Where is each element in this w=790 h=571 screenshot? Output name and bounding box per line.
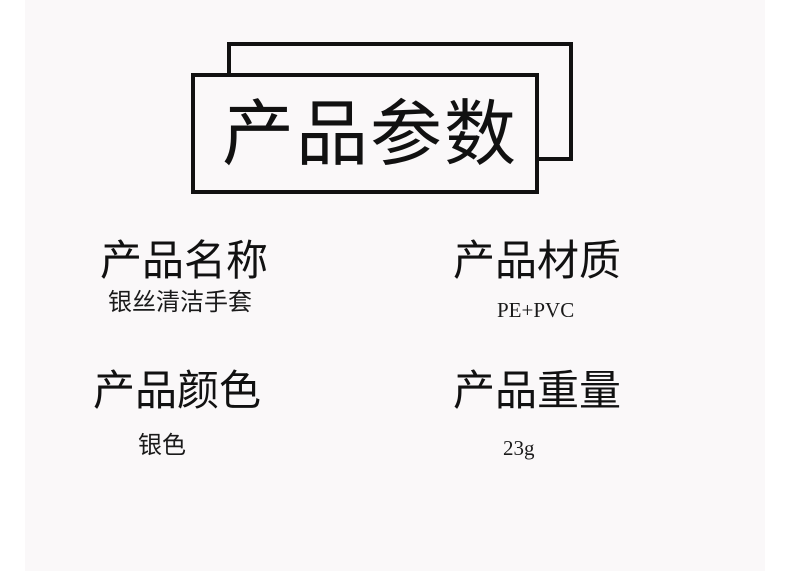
param-label-weight: 产品重量 [453,366,622,415]
param-value-material: PE+PVC [497,298,575,322]
param-value-weight: 23g [503,436,535,460]
param-label-material: 产品材质 [453,236,622,285]
param-label-color: 产品颜色 [93,366,262,415]
page-title: 产品参数 [221,91,518,176]
title-frame-front: 产品参数 [191,73,539,194]
param-value-color: 银色 [138,431,186,459]
param-label-name: 产品名称 [100,236,269,285]
param-value-name: 银丝清洁手套 [108,288,252,316]
